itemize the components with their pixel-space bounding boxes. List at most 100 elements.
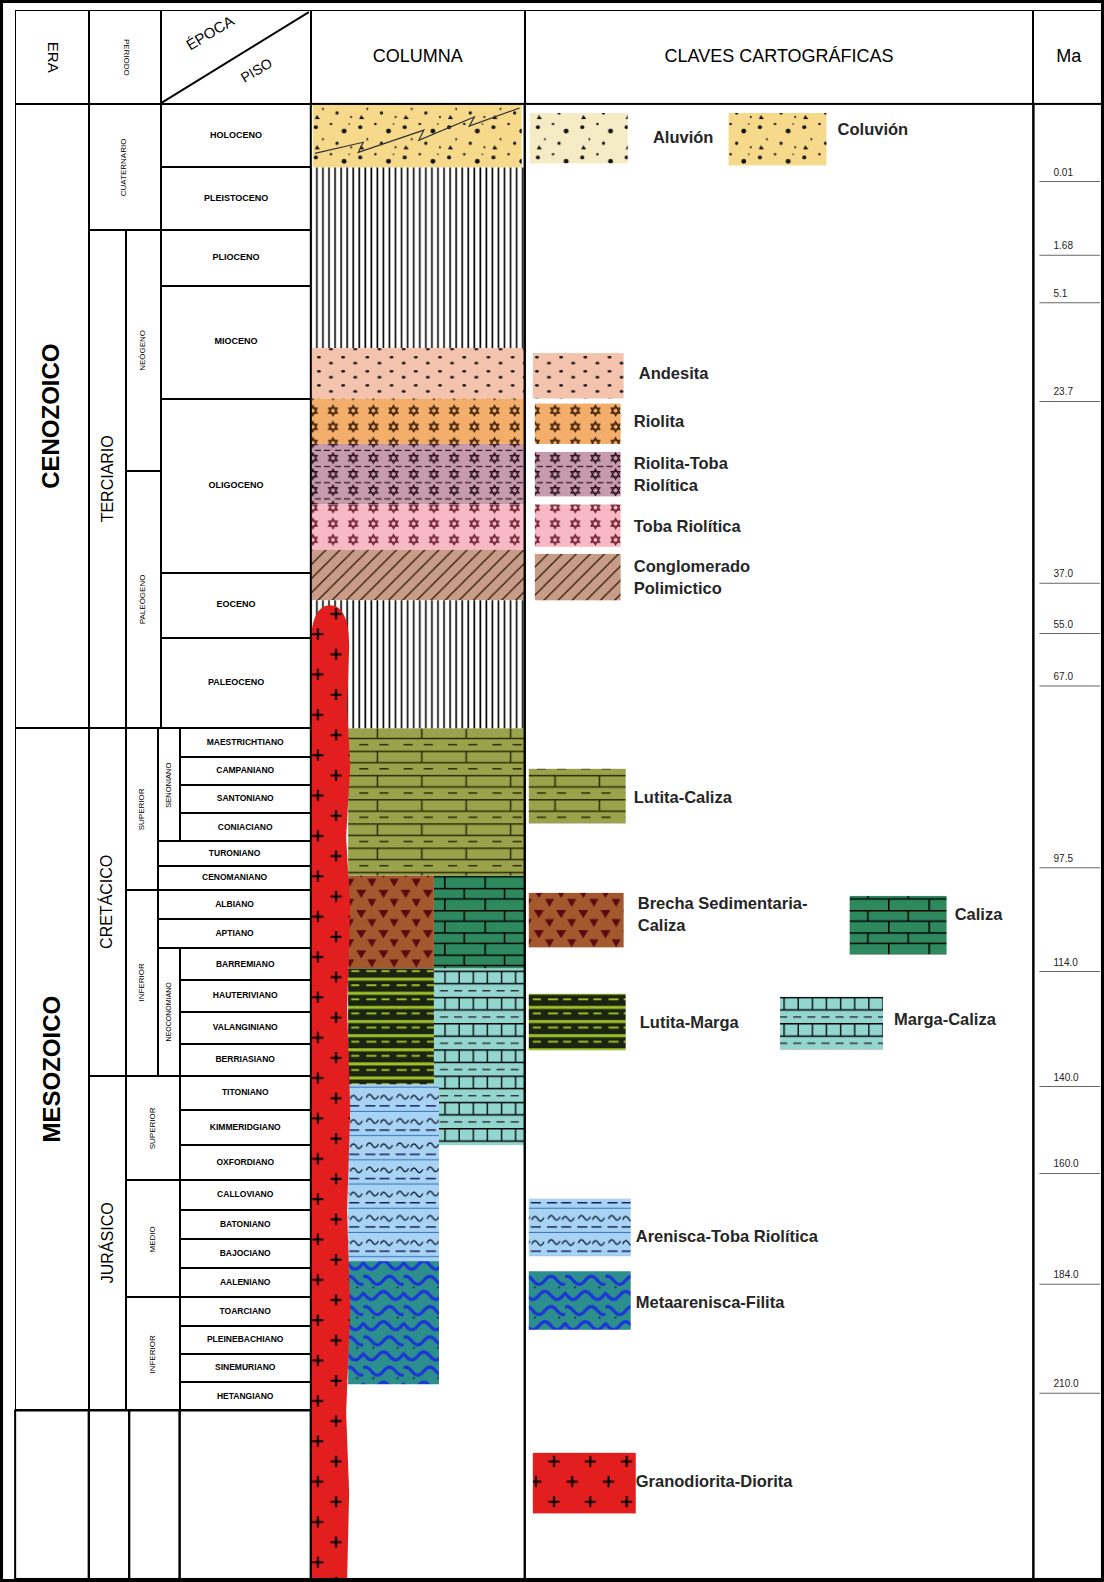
legend-label: Arenisca-Toba Riolítica bbox=[636, 1225, 818, 1247]
legend-swatch bbox=[729, 113, 827, 165]
time-cell: INFERIOR bbox=[126, 890, 158, 1076]
legend-swatches bbox=[529, 113, 947, 1513]
time-cell: CAMPANIANO bbox=[180, 757, 311, 785]
rhyolite-tuff-layer bbox=[311, 444, 525, 505]
andesite-layer bbox=[311, 348, 525, 398]
legend-swatch bbox=[535, 554, 621, 600]
unit-label: PLEINEBACHIANO bbox=[207, 1335, 284, 1344]
time-cell: MESOZOICO bbox=[15, 728, 89, 1410]
time-cell: CUATERNARIO bbox=[89, 104, 162, 230]
legend-label: Toba Riolítica bbox=[634, 515, 741, 537]
unit-label: CUATERNARIO bbox=[121, 138, 130, 196]
unit-label: SINEMURIANO bbox=[215, 1363, 275, 1372]
unit-label: OXFORDIANO bbox=[216, 1158, 274, 1167]
time-cell: PLEISTOCENO bbox=[161, 167, 310, 230]
conglomerate-layer bbox=[311, 550, 525, 600]
unit-label: BAJOCIANO bbox=[220, 1249, 271, 1258]
legend-swatch bbox=[529, 1271, 631, 1330]
alluvium-layer bbox=[313, 104, 522, 168]
header-label: COLUMNA bbox=[373, 47, 463, 67]
time-cell: OXFORDIANO bbox=[180, 1145, 311, 1180]
age-label: 97.5 bbox=[1054, 854, 1073, 864]
unit-label: CENOMANIANO bbox=[202, 873, 267, 882]
pattern-mark bbox=[1039, 867, 1100, 868]
unit-label: TERCIARIO bbox=[99, 436, 117, 523]
unit-label: PLIOCENO bbox=[213, 253, 260, 263]
age-label: 67.0 bbox=[1054, 672, 1073, 682]
unit-label: TITONIANO bbox=[222, 1088, 269, 1097]
time-cell: NEÓGENO bbox=[126, 230, 161, 471]
time-cell: NEOCONOMIANO bbox=[158, 948, 179, 1075]
empty-cell bbox=[15, 1410, 89, 1578]
header-cell: ÉPOCAPISO bbox=[161, 10, 310, 104]
legend-swatch bbox=[535, 452, 621, 496]
tuff-layer bbox=[311, 504, 525, 549]
time-cell: JURÁSICO bbox=[89, 1076, 126, 1411]
legend-swatch bbox=[529, 769, 626, 823]
unit-label: MEDIO bbox=[148, 1226, 157, 1252]
legend-label: Marga-Caliza bbox=[894, 1008, 996, 1030]
legend-swatch bbox=[529, 994, 626, 1051]
age-ticks bbox=[1039, 182, 1100, 1394]
time-cell: PLIOCENO bbox=[161, 230, 310, 285]
unit-label: PLEISTOCENO bbox=[204, 194, 268, 204]
time-cell: PALEOCENO bbox=[161, 638, 310, 729]
unit-label: CALLOVIANO bbox=[217, 1190, 273, 1199]
legend-swatch bbox=[529, 893, 624, 947]
pattern-mark bbox=[1039, 686, 1100, 687]
legend-frame bbox=[525, 104, 1034, 1579]
legend-label: Conglomerado Polimictico bbox=[634, 555, 780, 600]
time-cell: CONIACIANO bbox=[180, 813, 311, 841]
legend-swatch bbox=[533, 353, 624, 398]
header-label: PERIODO bbox=[121, 39, 130, 76]
time-cell: SINEMURIANO bbox=[180, 1354, 311, 1382]
age-label: 114.0 bbox=[1054, 958, 1078, 968]
unit-label: PALEOCENO bbox=[208, 678, 264, 688]
unit-label: SUPERIOR bbox=[138, 788, 147, 830]
rhyolite-layer bbox=[311, 399, 525, 444]
pattern-mark bbox=[1039, 1284, 1100, 1285]
header-cell: CLAVES CARTOGRÁFICAS bbox=[525, 10, 1034, 104]
unit-label: BARREMIANO bbox=[216, 960, 275, 969]
legend-swatch bbox=[529, 1199, 631, 1257]
age-label: 160.0 bbox=[1054, 1159, 1079, 1169]
time-cell: SENONIANO bbox=[158, 728, 179, 841]
unit-label: ALBIANO bbox=[215, 900, 254, 909]
header-diagonal bbox=[161, 12, 308, 103]
legend-label: Brecha Sedimentaria-Caliza bbox=[638, 892, 852, 937]
unit-label: INFERIOR bbox=[148, 1335, 157, 1373]
legend-label: Aluvión bbox=[653, 126, 714, 148]
unit-label: SUPERIOR bbox=[148, 1107, 157, 1149]
age-label: 210.0 bbox=[1054, 1379, 1079, 1389]
hiatus-hatch bbox=[311, 167, 525, 348]
unit-label: BERRIASIANO bbox=[215, 1055, 275, 1064]
time-cell: OLIGOCENO bbox=[161, 399, 310, 574]
empty-cell bbox=[180, 1410, 311, 1578]
time-cell: TURONIANO bbox=[158, 841, 310, 865]
legend-swatch bbox=[530, 113, 628, 163]
time-cell: MAESTRICHTIANO bbox=[180, 728, 311, 756]
legend-swatch bbox=[533, 1453, 636, 1514]
pattern-mark bbox=[1039, 181, 1100, 182]
unit-label: JURÁSICO bbox=[99, 1203, 117, 1284]
time-cell: HAUTERIVIANO bbox=[180, 980, 311, 1012]
pattern-mark bbox=[1039, 583, 1100, 584]
shale-limestone-layer bbox=[348, 728, 525, 875]
unit-label: KIMMERIDGIANO bbox=[210, 1123, 281, 1132]
legend-label: Riolita-Toba Riolítica bbox=[634, 452, 753, 497]
empty-cell bbox=[89, 1410, 129, 1578]
age-label: 0.01 bbox=[1054, 168, 1073, 178]
time-cell: EOCENO bbox=[161, 573, 310, 638]
age-label: 184.0 bbox=[1054, 1270, 1079, 1280]
time-cell: SUPERIOR bbox=[126, 728, 158, 889]
header-cell: COLUMNA bbox=[311, 10, 525, 104]
pattern-mark bbox=[1039, 401, 1100, 402]
pattern-mark bbox=[1039, 1173, 1100, 1174]
unit-label: APTIANO bbox=[215, 929, 253, 938]
header-cell: PERIODO bbox=[89, 10, 162, 104]
unit-label: AALENIANO bbox=[220, 1278, 271, 1287]
unit-label: CRETÁCICO bbox=[99, 855, 117, 949]
unit-label: VALANGINIANO bbox=[213, 1023, 278, 1032]
unit-label: SANTONIANO bbox=[217, 794, 274, 803]
